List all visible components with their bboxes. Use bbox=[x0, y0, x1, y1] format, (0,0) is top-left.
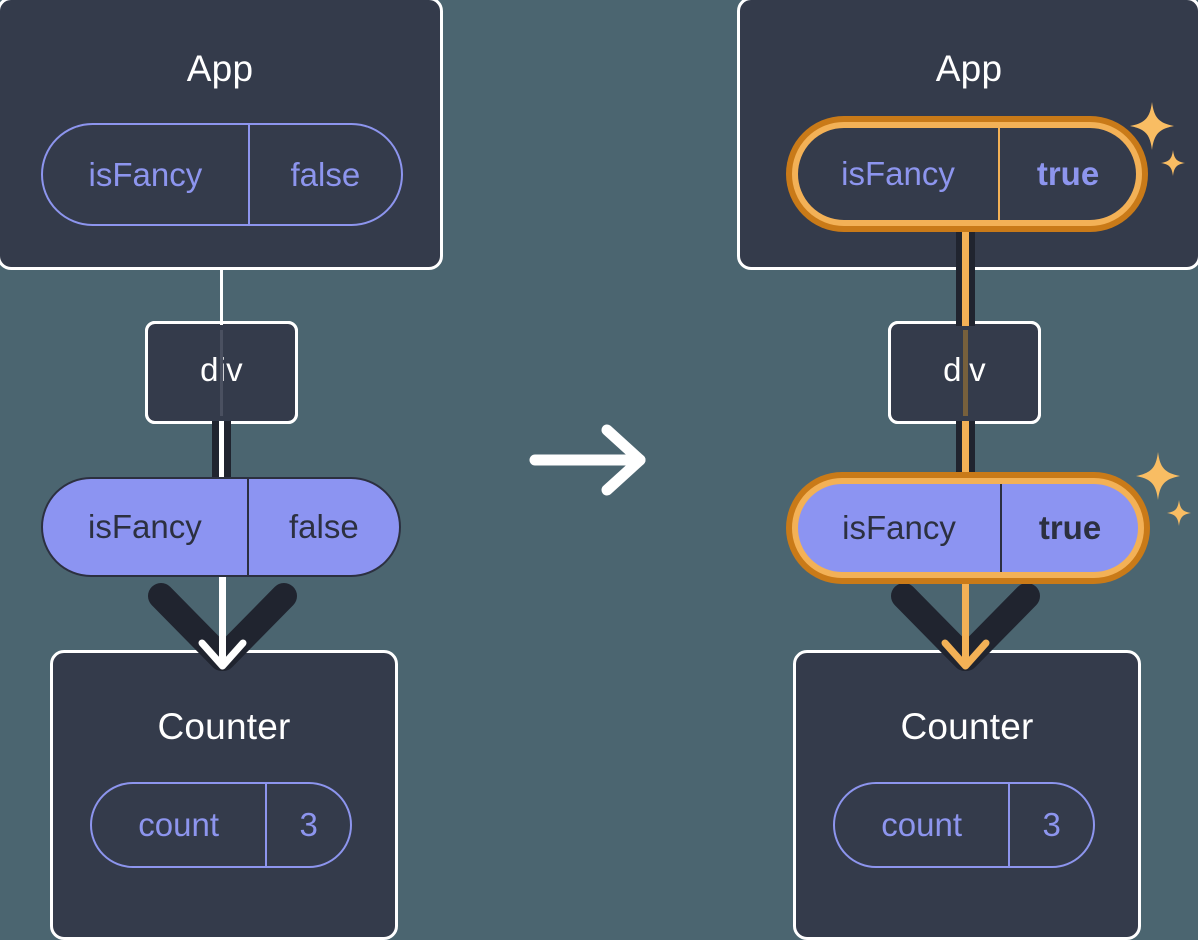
counter-state-pill-right[interactable]: count 3 bbox=[833, 782, 1095, 868]
sparkles-icon-prop-right bbox=[1132, 450, 1194, 534]
prop-pill-value-left: false bbox=[246, 479, 399, 575]
prop-pill-key-right: isFancy bbox=[842, 509, 956, 546]
flow-arrow-right bbox=[883, 570, 1048, 680]
counter-state-pill-key-right: count bbox=[881, 806, 963, 843]
app-state-pill-value-left: false bbox=[247, 125, 401, 224]
app-title-left: App bbox=[186, 48, 254, 89]
app-state-pill-value-right: true bbox=[998, 128, 1136, 220]
counter-title-right: Counter bbox=[900, 706, 1034, 747]
prop-pill-value-right: true bbox=[1000, 484, 1138, 572]
wire-app-to-div-core-right bbox=[962, 210, 969, 326]
app-title-right: App bbox=[935, 48, 1003, 89]
app-state-pill-right[interactable]: isFancy true bbox=[792, 122, 1142, 226]
sparkles-icon-app-right bbox=[1126, 100, 1188, 184]
wire-app-to-div-left bbox=[220, 255, 223, 325]
prop-pill-left[interactable]: isFancy false bbox=[41, 477, 401, 577]
wire-inside-div-left bbox=[220, 330, 223, 416]
wire-div-to-pill-core-right bbox=[962, 421, 969, 483]
counter-title-left: Counter bbox=[157, 706, 291, 747]
counter-state-pill-value-left: 3 bbox=[265, 784, 350, 866]
wire-inside-div-right bbox=[963, 330, 968, 416]
prop-pill-right[interactable]: isFancy true bbox=[792, 478, 1144, 578]
flow-arrow-left bbox=[140, 570, 305, 680]
app-state-pill-key-right: isFancy bbox=[841, 155, 955, 192]
transition-arrow bbox=[528, 424, 652, 496]
prop-pill-key-left: isFancy bbox=[88, 508, 202, 545]
counter-state-pill-key-left: count bbox=[138, 806, 220, 843]
counter-state-pill-value-right: 3 bbox=[1008, 784, 1093, 866]
counter-state-pill-left[interactable]: count 3 bbox=[90, 782, 352, 868]
wire-div-to-pill-core-left bbox=[219, 421, 224, 483]
app-state-pill-key-left: isFancy bbox=[88, 155, 203, 193]
app-state-pill-left[interactable]: isFancy false bbox=[41, 123, 403, 226]
